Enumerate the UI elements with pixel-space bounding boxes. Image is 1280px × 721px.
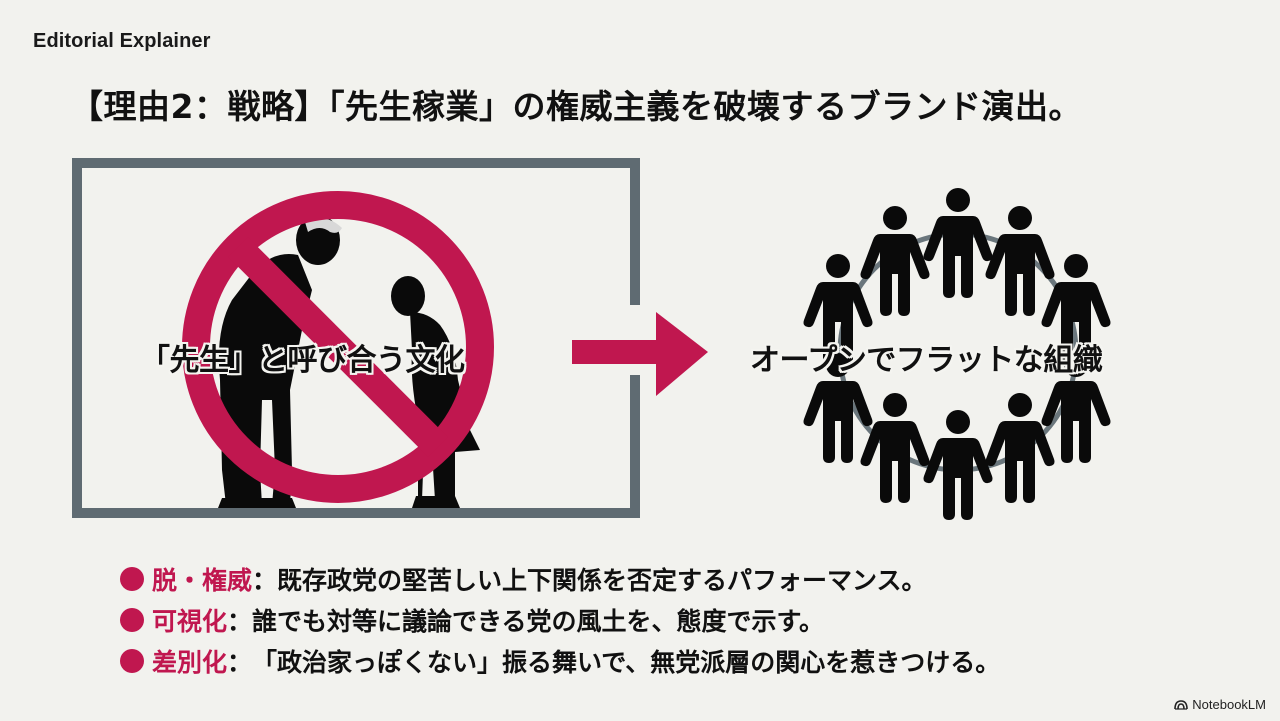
prohibition-sign-icon — [182, 191, 494, 503]
old-culture-label: 「先生」と呼び合う文化 — [140, 343, 465, 378]
bullet-separator: ： — [252, 565, 278, 595]
bullet-text: 既存政党の堅苦しい上下関係を否定するパフォーマンス。 — [277, 565, 927, 595]
bullet-list: 脱・権威 ： 既存政党の堅苦しい上下関係を否定するパフォーマンス。 可視化 ： … — [120, 558, 1000, 681]
header-label: Editorial Explainer — [33, 30, 211, 52]
bullet-item: 差別化 ： 「政治家っぽくない」振る舞いで、無党派層の関心を惹きつける。 — [120, 640, 1000, 681]
diagram: 「先生」と呼び合う文化 オープンでフラットな組織 — [72, 158, 1111, 520]
bullet-key: 差別化 — [152, 647, 228, 677]
arrow-right-icon — [572, 312, 708, 396]
bullet-key: 脱・権威 — [152, 565, 253, 595]
bullet-dot-icon — [120, 607, 144, 632]
slide-title: 【理由2：戦略】「先生稼業」の権威主義を破壊するブランド演出。 — [70, 87, 1082, 126]
bullet-key: 可視化 — [152, 606, 228, 636]
footer-brand-label: NotebookLM — [1192, 697, 1266, 712]
bullet-item: 可視化 ： 誰でも対等に議論できる党の風土を、態度で示す。 — [120, 599, 1000, 640]
notebooklm-logo-icon — [1174, 700, 1189, 710]
bullet-item: 脱・権威 ： 既存政党の堅苦しい上下関係を否定するパフォーマンス。 — [120, 558, 1000, 599]
bullet-separator: ： — [227, 647, 253, 677]
bullet-text: 「政治家っぽくない」振る舞いで、無党派層の関心を惹きつける。 — [252, 647, 1001, 677]
bullet-separator: ： — [227, 606, 253, 636]
bullet-dot-icon — [120, 648, 144, 673]
left-frame — [72, 158, 640, 518]
bullet-text: 誰でも対等に議論できる党の風土を、態度で示す。 — [252, 606, 825, 636]
bullet-dot-icon — [120, 566, 144, 591]
new-organization-label: オープンでフラットな組織 — [750, 343, 1103, 378]
footer-brand: NotebookLM — [1174, 697, 1266, 712]
